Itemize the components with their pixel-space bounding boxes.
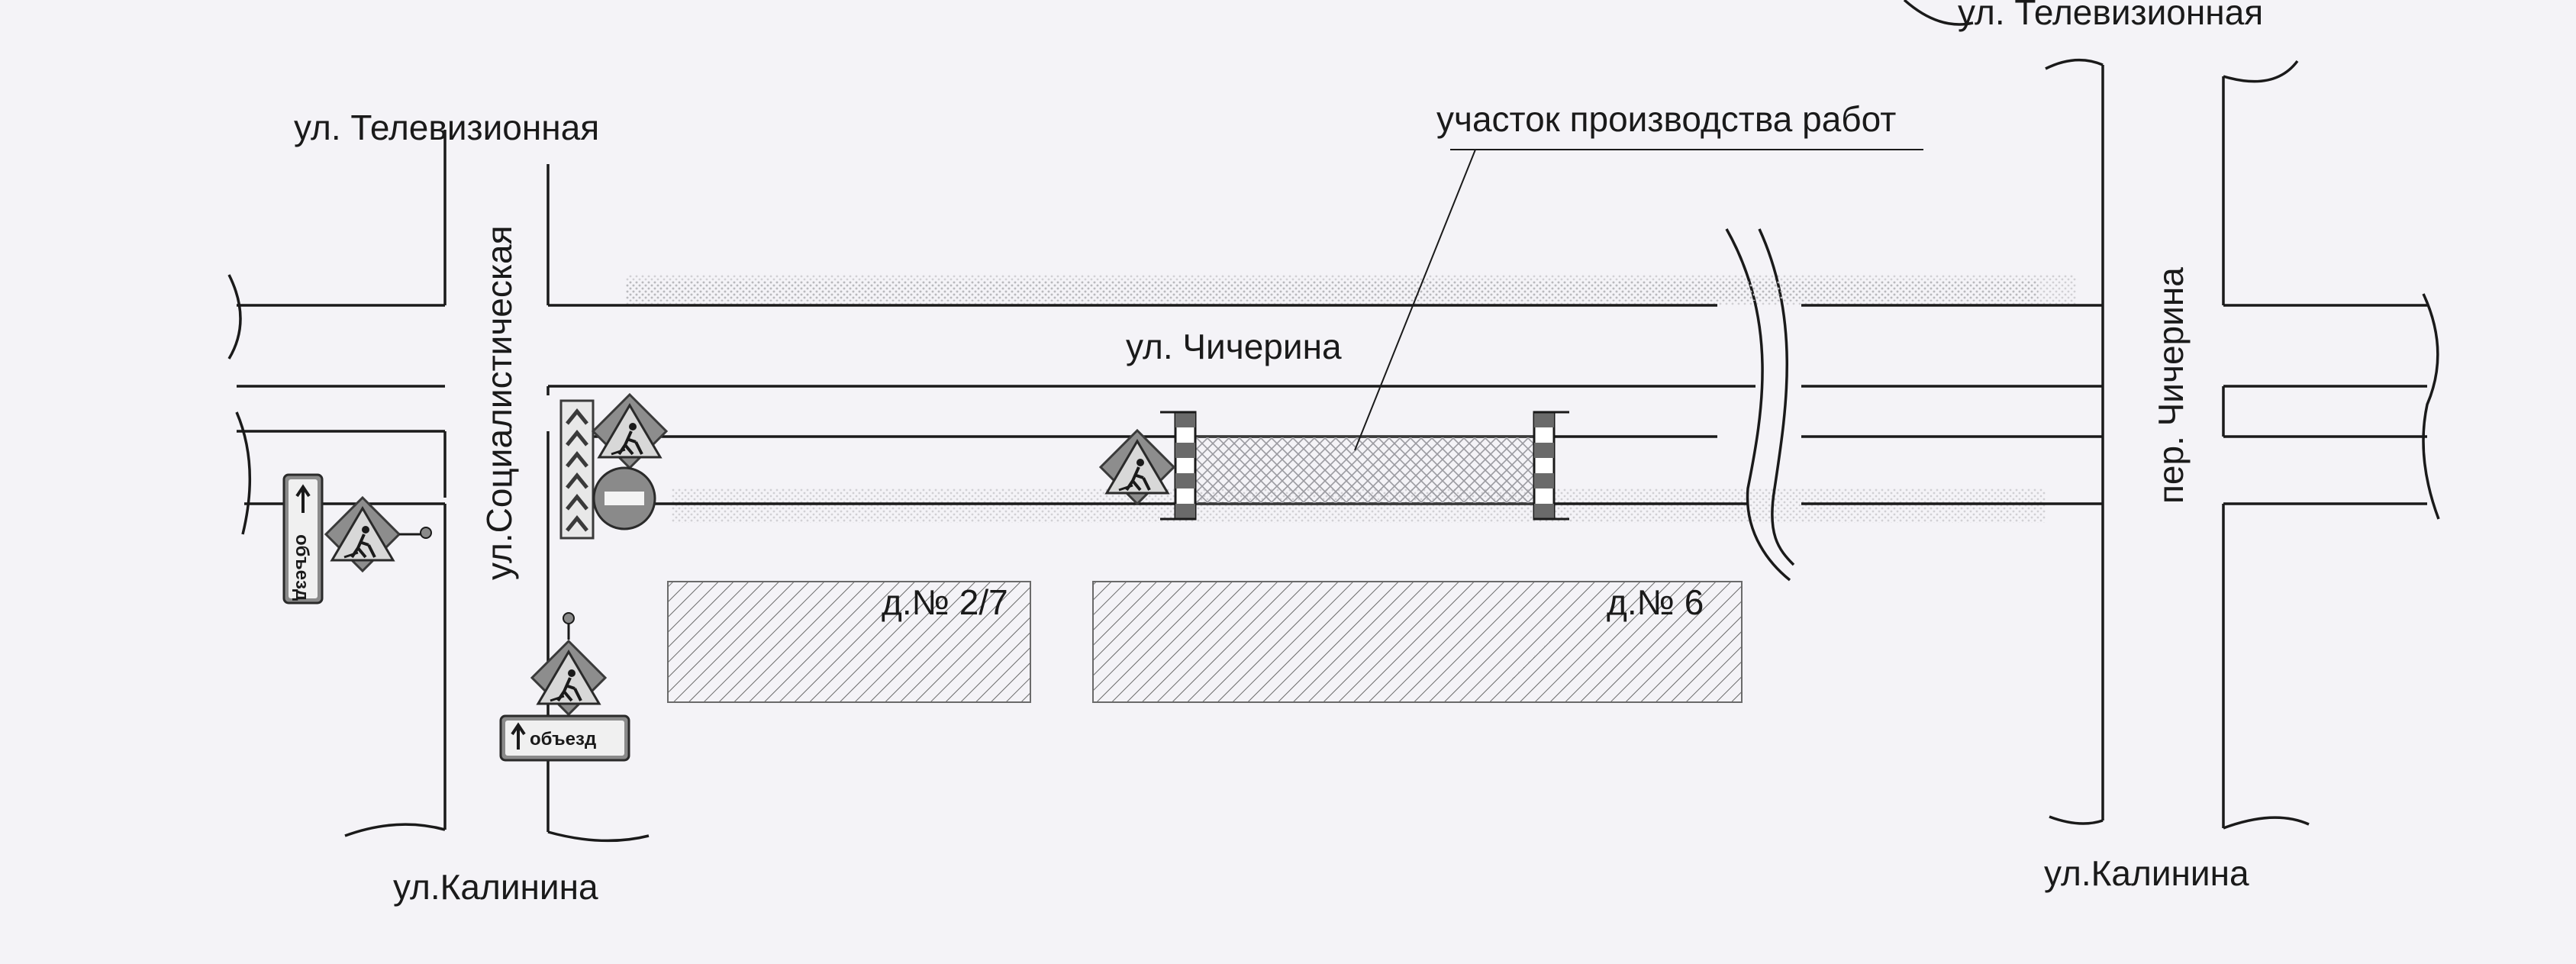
label-kalinina-right: ул.Калинина xyxy=(2044,853,2249,893)
label-building-2-7: д.№ 2/7 xyxy=(882,582,1008,622)
street-west-stub xyxy=(227,274,445,535)
sign-post-icon xyxy=(399,527,432,539)
road-barrier-left xyxy=(1160,411,1197,521)
sidewalk-band-top xyxy=(626,281,2038,301)
building-2-7 xyxy=(667,581,1031,703)
road-works-sign-icon xyxy=(1099,429,1175,505)
detour-text-bottom: объезд xyxy=(530,729,596,750)
work-zone xyxy=(1190,436,1543,505)
detour-text-left: объезд xyxy=(292,534,312,601)
label-per-chicherina: пер. Чичерина xyxy=(2151,267,2191,504)
label-televizionnaya-left: ул. Телевизионная xyxy=(294,108,599,147)
detour-sign-bottom: объезд xyxy=(499,714,630,762)
road-barrier-right xyxy=(1533,411,1569,521)
label-work-zone: участок производства работ xyxy=(1436,99,1896,139)
label-kalinina-left: ул.Калинина xyxy=(393,867,598,907)
label-chicherina: ул. Чичерина xyxy=(1126,327,1342,366)
label-televizionnaya-right: ул. Телевизионная xyxy=(1958,0,2263,32)
street-per-chicherina-edges xyxy=(2045,58,2440,830)
street-televizionnaya-right-curve xyxy=(1903,0,1974,26)
no-entry-sign-icon xyxy=(592,466,656,530)
road-works-sign-icon xyxy=(592,393,668,469)
work-zone-leader-line xyxy=(1354,149,1476,451)
sign-post-icon xyxy=(563,612,575,640)
road-works-sign-icon xyxy=(530,640,607,716)
building-6 xyxy=(1092,581,1743,703)
label-sotsialisticheskaya: ул.Социалистическая xyxy=(479,225,519,580)
detour-sign-left: объезд xyxy=(282,473,324,605)
road-works-sign-icon xyxy=(324,496,401,572)
label-building-6: д.№ 6 xyxy=(1607,582,1704,622)
chevron-board-icon xyxy=(559,399,595,540)
street-sotsialisticheskaya-edges xyxy=(344,130,650,843)
